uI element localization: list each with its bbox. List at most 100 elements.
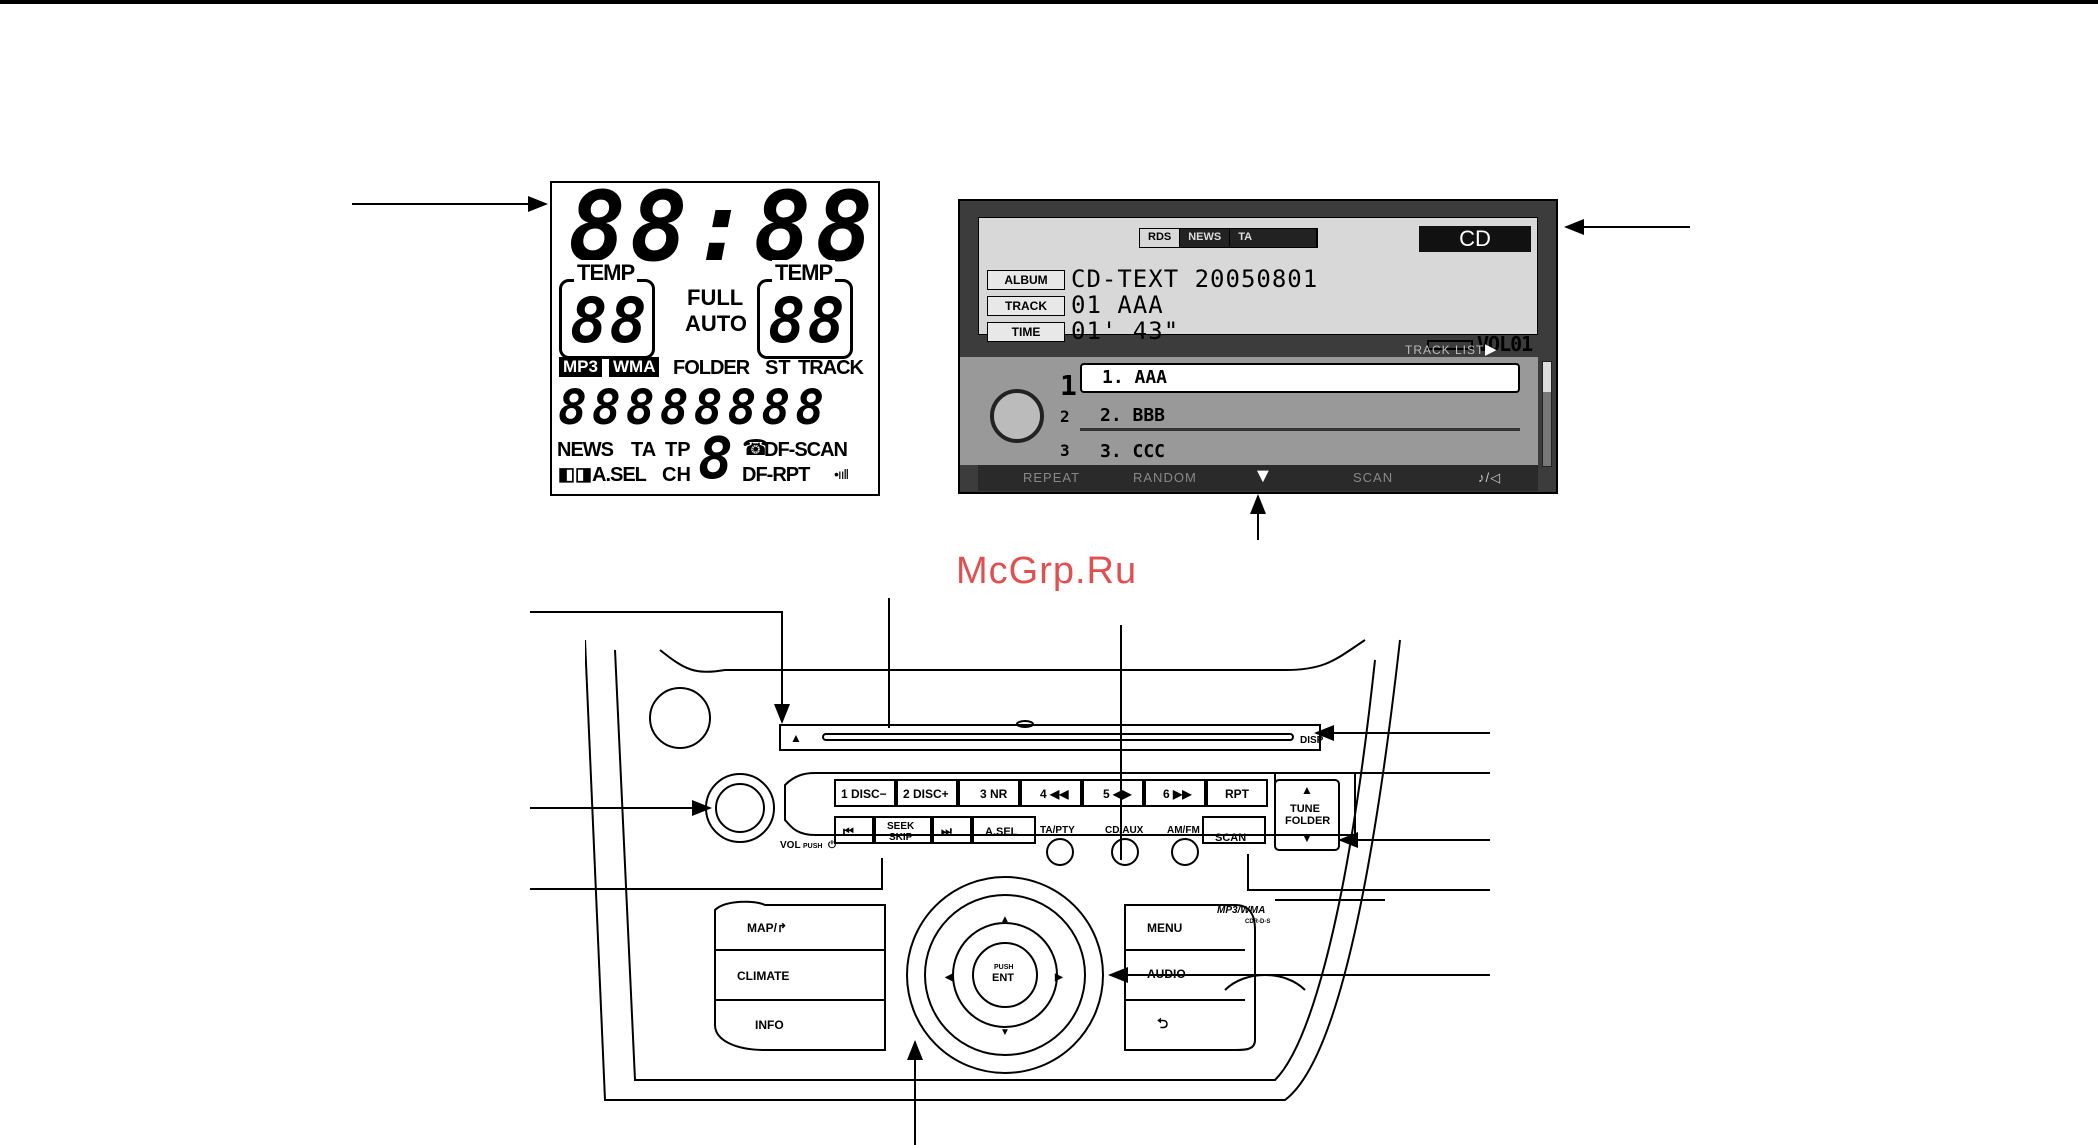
dial-left-icon[interactable]: ◀ bbox=[944, 972, 953, 983]
track-value: 01 AAA bbox=[1071, 291, 1164, 319]
preset-button-3[interactable]: 3 NR bbox=[980, 787, 1008, 801]
menu-button[interactable]: MENU bbox=[1147, 921, 1182, 935]
track-list-item[interactable]: 1. AAA bbox=[1080, 363, 1520, 393]
scan-button[interactable]: SCAN bbox=[1215, 832, 1246, 844]
top-rule bbox=[0, 0, 2098, 4]
album-value: CD-TEXT 20050801 bbox=[1071, 265, 1319, 293]
menu-repeat[interactable]: REPEAT bbox=[1023, 470, 1081, 485]
watermark: McGrp.Ru bbox=[956, 550, 1138, 592]
track-list-item-label: 2. BBB bbox=[1100, 405, 1166, 426]
nav-menu-bar: REPEAT RANDOM ▼ SCAN ♪/◁ bbox=[978, 465, 1538, 491]
album-tag: ALBUM bbox=[987, 270, 1065, 290]
ta-pty-button[interactable]: TA/PTY bbox=[1040, 825, 1075, 836]
eject-icon[interactable]: ▲ bbox=[790, 731, 802, 745]
lcd-tp: TP bbox=[665, 439, 691, 461]
temp-box-right: TEMP 88 bbox=[757, 260, 853, 359]
tune-folder-up-icon[interactable]: ▲ bbox=[1301, 783, 1313, 797]
tune-folder-down-icon[interactable]: ▼ bbox=[1301, 831, 1313, 845]
push-enter-label: PUSH bbox=[994, 964, 1013, 971]
track-tag: TRACK bbox=[987, 296, 1065, 316]
lcd-display-panel: 88:88 TEMP 88 FULL AUTO TEMP 88 MP3 WMA … bbox=[550, 171, 880, 496]
preset-button-5[interactable]: 5 ◀▶ bbox=[1103, 787, 1132, 801]
mp3-wma-badge: MP3/WMA bbox=[1217, 905, 1265, 916]
dolby-icon: ◧◨ bbox=[558, 464, 593, 484]
map-button[interactable]: MAP/↱ bbox=[747, 921, 787, 935]
vol-label: VOL bbox=[780, 840, 801, 851]
info-button[interactable]: INFO bbox=[755, 1018, 784, 1032]
am-fm-button[interactable]: AM/FM bbox=[1167, 825, 1200, 836]
preset-button-4[interactable]: 4 ◀◀ bbox=[1040, 787, 1069, 801]
lcd-folder: FOLDER bbox=[673, 357, 750, 379]
cdr-label: CDR-D-S bbox=[1245, 919, 1270, 925]
ta-pty-knob bbox=[1046, 838, 1074, 866]
preset-button-2[interactable]: 2 DISC+ bbox=[903, 787, 949, 801]
am-fm-knob bbox=[1171, 838, 1199, 866]
preset-button-1[interactable]: 1 DISC− bbox=[841, 787, 887, 801]
asel-button-frame bbox=[972, 816, 1036, 844]
scrollbar-thumb[interactable] bbox=[1543, 362, 1551, 392]
temp-digits-right: 88 bbox=[768, 284, 847, 357]
audio-button[interactable]: AUDIO bbox=[1147, 967, 1186, 981]
cd-aux-knob bbox=[1111, 838, 1139, 866]
enter-button[interactable]: ENT bbox=[992, 972, 1014, 984]
lcd-news: NEWS bbox=[557, 439, 614, 461]
temp-label-left: TEMP bbox=[574, 260, 638, 286]
disc-number-2: 2 bbox=[1060, 407, 1070, 426]
lower-right-curve bbox=[1224, 974, 1306, 991]
lcd-st: ST bbox=[765, 357, 791, 379]
play-arrow-icon: ▶ bbox=[1485, 341, 1497, 358]
back-icon[interactable]: ⮌ bbox=[1157, 1015, 1168, 1031]
cd-slot-marker bbox=[1016, 720, 1034, 728]
preset-button-frame-6 bbox=[1144, 779, 1206, 807]
track-list-item[interactable]: 3. CCC bbox=[1080, 437, 1520, 467]
dial-right-icon[interactable]: ▶ bbox=[1054, 972, 1064, 983]
climate-button[interactable]: CLIMATE bbox=[737, 969, 789, 983]
lcd-track: TRACK bbox=[798, 357, 864, 379]
upper-round-recess bbox=[649, 687, 711, 749]
power-icon: ⏻ bbox=[828, 839, 836, 851]
seek-label[interactable]: SEEK bbox=[887, 821, 915, 832]
seek-skip-frame bbox=[874, 816, 932, 844]
top-trim-line bbox=[659, 639, 1366, 673]
push-label: PUSH bbox=[803, 843, 822, 850]
track-list-area: 1 2 3 1. AAA 2. BBB 3. CCC bbox=[960, 357, 1538, 465]
a-sel-button[interactable]: A.SEL bbox=[985, 826, 1018, 838]
track-list-item[interactable]: 2. BBB bbox=[1080, 401, 1520, 431]
lcd-full: FULL bbox=[687, 285, 744, 310]
dial-down-icon[interactable]: ▼ bbox=[1000, 1027, 1010, 1038]
cd-slot bbox=[822, 733, 1294, 741]
skip-label[interactable]: SKIP bbox=[889, 832, 913, 843]
track-list-scrollbar[interactable] bbox=[1542, 361, 1552, 467]
navigation-screen: RDS NEWS TA CD ALBUM CD-TEXT 20050801 TR… bbox=[958, 199, 1558, 494]
cd-aux-button[interactable]: CD/AUX bbox=[1105, 825, 1144, 836]
prev-button-frame bbox=[834, 816, 874, 844]
cd-slot-panel bbox=[779, 724, 1321, 751]
time-tag: TIME bbox=[987, 322, 1065, 342]
preset-button-6[interactable]: 6 ▶▶ bbox=[1163, 787, 1192, 801]
prev-track-icon[interactable]: ⏮ bbox=[843, 824, 854, 838]
disp-button[interactable]: DISP bbox=[1300, 735, 1324, 746]
lcd-dot-matrix: 88888888 bbox=[558, 380, 830, 436]
phone-icon: ☎ bbox=[742, 435, 770, 460]
interface-dial-mid bbox=[924, 894, 1086, 1056]
bezel-outline bbox=[585, 639, 1401, 1101]
time-value: 01' 43" bbox=[1071, 317, 1180, 345]
lcd-channel-digit: 8 bbox=[698, 424, 735, 492]
lcd-clock: 88:88 bbox=[568, 171, 877, 283]
rpt-button[interactable]: RPT bbox=[1225, 787, 1250, 801]
dial-up-icon[interactable]: ▲ bbox=[1000, 914, 1010, 925]
menu-sound[interactable]: ♪/◁ bbox=[1478, 470, 1502, 485]
indicator-ta: TA bbox=[1230, 229, 1318, 247]
lcd-mp3-tag: MP3 bbox=[559, 357, 602, 377]
menu-random[interactable]: RANDOM bbox=[1133, 470, 1197, 485]
volume-knob-inner bbox=[715, 783, 765, 833]
next-track-icon[interactable]: ⏭ bbox=[941, 824, 952, 838]
indicator-row: RDS NEWS TA bbox=[1139, 228, 1319, 248]
down-arrow-icon[interactable]: ▼ bbox=[1253, 465, 1273, 487]
interface-dial-center bbox=[972, 942, 1038, 1008]
preset-button-frame-1 bbox=[834, 779, 896, 807]
menu-scan[interactable]: SCAN bbox=[1353, 470, 1394, 485]
lcd-auto: AUTO bbox=[685, 311, 747, 336]
volume-value: VOL01 bbox=[1477, 332, 1533, 356]
disc-number-1: 1 bbox=[1060, 369, 1077, 402]
